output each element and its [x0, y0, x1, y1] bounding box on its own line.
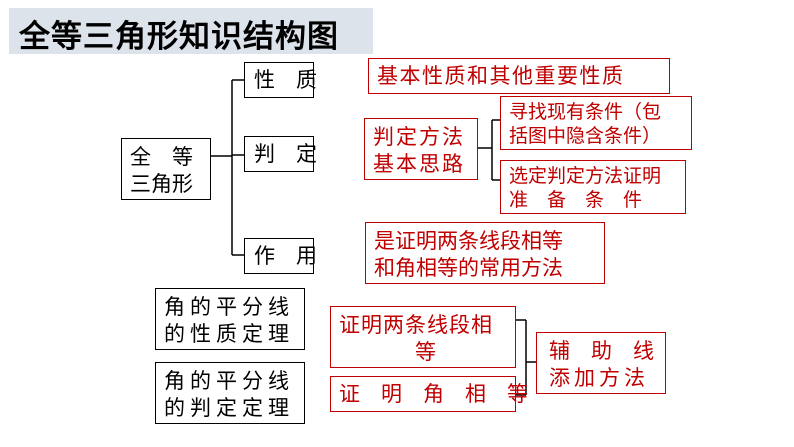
choose-method-line1: 选定判定方法证明	[509, 165, 662, 187]
root-node: 全 等 三角形	[121, 138, 211, 200]
property-node: 性 质	[244, 62, 317, 98]
bisector-property-node: 角的平分线 的性质定理	[155, 288, 305, 350]
prove-segments-node: 证明两条线段相 等	[330, 306, 516, 368]
judgement-node: 判 定	[244, 136, 317, 172]
usage-line2: 和角相等的常用方法	[374, 256, 563, 280]
property-label: 性 质	[254, 68, 317, 92]
usage-node: 是证明两条线段相等 和角相等的常用方法	[365, 222, 605, 284]
judge-method-line1: 判定方法	[373, 125, 465, 149]
function-label: 作 用	[254, 244, 317, 268]
judge-method-line2: 基本思路	[373, 152, 465, 176]
prove-angles-node: 证 明 角 相 等	[330, 376, 528, 412]
choose-method-line2: 准 备 条 件	[509, 189, 643, 211]
find-conditions-line2: 括图中隐含条件）	[509, 125, 662, 147]
usage-line1: 是证明两条线段相等	[374, 229, 563, 253]
page-title: 全等三角形知识结构图	[19, 19, 339, 55]
judgement-label: 判 定	[254, 142, 317, 166]
basic-properties-node: 基本性质和其他重要性质	[368, 58, 670, 94]
function-node: 作 用	[244, 238, 317, 274]
title-banner: 全等三角形知识结构图	[9, 8, 373, 55]
aux-lines-node: 辅 助 线 添加方法	[536, 332, 666, 394]
basic-properties-label: 基本性质和其他重要性质	[377, 64, 625, 88]
prove-segments-line2: 等	[415, 340, 436, 364]
prove-segments-line1: 证明两条线段相	[339, 313, 493, 337]
aux-lines-line2: 添加方法	[549, 366, 649, 390]
root-line1: 全 等	[130, 145, 193, 169]
bisector-judgement-line2: 的判定定理	[164, 396, 294, 420]
bisector-property-line1: 角的平分线	[164, 295, 294, 319]
find-conditions-node: 寻找现有条件（包 括图中隐含条件）	[500, 96, 692, 150]
bisector-judgement-node: 角的平分线 的判定定理	[155, 362, 305, 424]
choose-method-node: 选定判定方法证明 准 备 条 件	[500, 160, 686, 214]
judge-method-node: 判定方法 基本思路	[364, 118, 478, 180]
aux-lines-line1: 辅 助 线	[549, 339, 654, 363]
find-conditions-line1: 寻找现有条件（包	[509, 101, 662, 123]
prove-angles-label: 证 明 角 相 等	[339, 382, 528, 406]
root-line2: 三角形	[130, 172, 193, 196]
bisector-property-line2: 的性质定理	[164, 322, 294, 346]
bisector-judgement-line1: 角的平分线	[164, 369, 294, 393]
